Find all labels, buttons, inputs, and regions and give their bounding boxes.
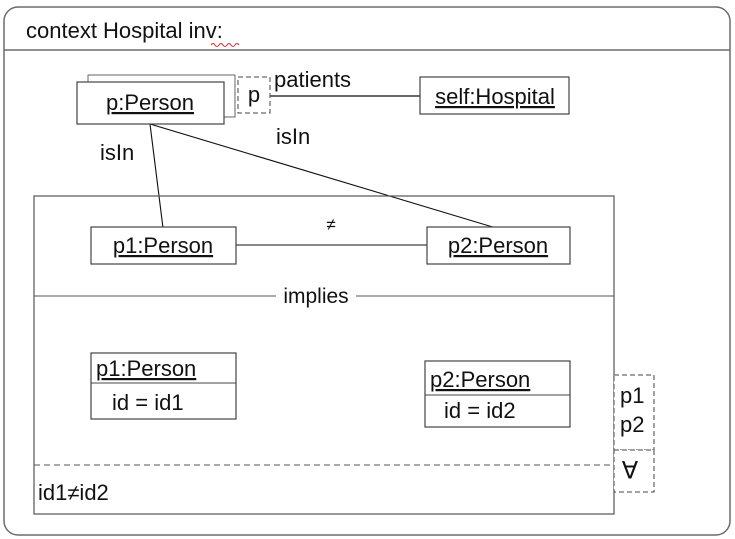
constraint-label: id1≠id2 bbox=[38, 480, 109, 505]
p2-person-top-label: p2:Person bbox=[448, 233, 548, 258]
p1-id-attribute: id = id1 bbox=[112, 390, 184, 415]
p1-person-bottom-box[interactable] bbox=[90, 352, 237, 420]
p-collection-box[interactable] bbox=[237, 76, 271, 114]
self-hospital-label: self:Hospital bbox=[435, 84, 555, 109]
patients-link-label: patients bbox=[274, 67, 351, 92]
p-person-box[interactable] bbox=[76, 81, 225, 125]
p2-id-attribute: id = id2 bbox=[444, 398, 516, 423]
p-collection-label: p bbox=[248, 82, 260, 107]
p2-person-top-box[interactable] bbox=[426, 226, 571, 265]
implies-label: implies bbox=[283, 285, 348, 308]
p2-person-bottom-label: p2:Person bbox=[430, 367, 530, 392]
header-title: context Hospital inv: bbox=[26, 18, 223, 43]
self-hospital-box[interactable] bbox=[419, 76, 570, 115]
isin-left-label: isIn bbox=[100, 140, 134, 165]
context-label: context Hospital bbox=[26, 18, 189, 43]
spellcheck-underline bbox=[210, 43, 240, 47]
inv-label: inv bbox=[189, 18, 217, 43]
quantifier-variables-box[interactable] bbox=[613, 374, 655, 451]
quantifier-var-p2: p2 bbox=[620, 412, 644, 437]
isin-link-left bbox=[149, 123, 164, 229]
not-equal-label: ≠ bbox=[326, 215, 335, 234]
quantified-section bbox=[33, 195, 615, 515]
isin-right-label: isIn bbox=[276, 124, 310, 149]
p-person-label: p:Person bbox=[106, 90, 194, 115]
header-colon: : bbox=[217, 18, 223, 43]
isin-link-right bbox=[149, 123, 497, 229]
quantifier-symbol-box bbox=[613, 449, 655, 493]
p1-person-top-label: p1:Person bbox=[113, 233, 213, 258]
p1-person-bottom-label: p1:Person bbox=[96, 356, 196, 381]
p1-person-top-box[interactable] bbox=[90, 226, 237, 265]
p2-person-bottom-box[interactable] bbox=[424, 360, 571, 428]
quantifier-var-p1: p1 bbox=[620, 383, 644, 408]
forall-icon: ∀ bbox=[622, 458, 639, 485]
